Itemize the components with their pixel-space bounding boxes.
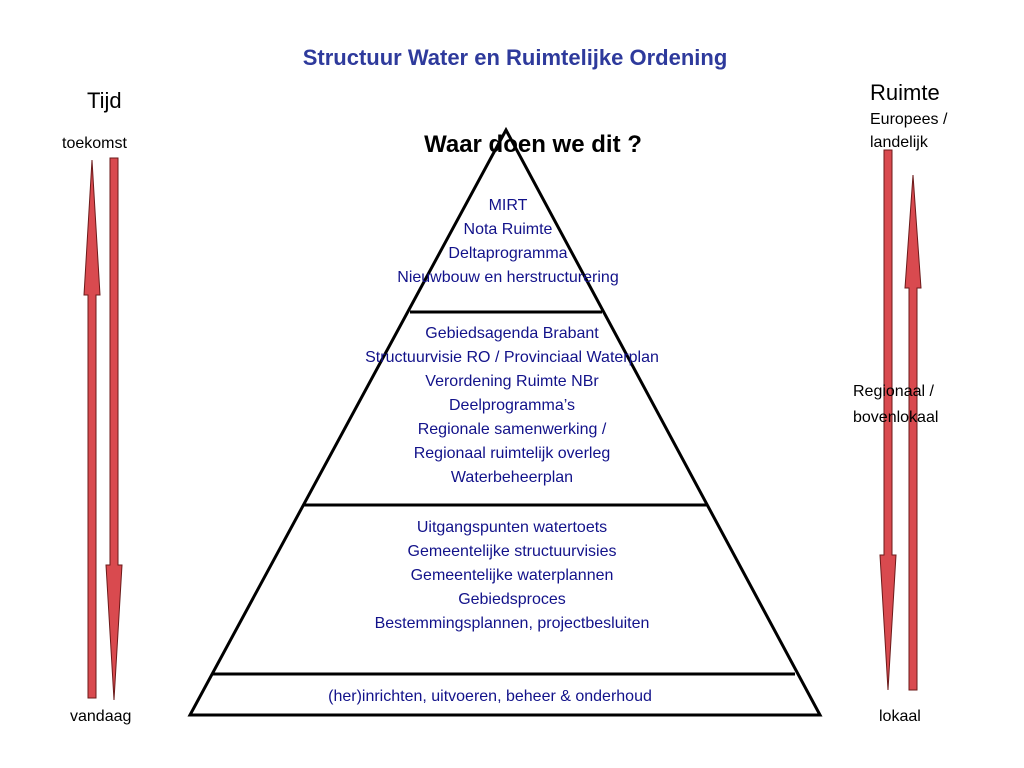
today-label: vandaag	[70, 708, 132, 725]
tier-item: Verordening Ruimte NBr	[425, 373, 599, 390]
tier-item: Waterbeheerplan	[450, 469, 574, 486]
tier-item: Gemeentelijke structuurvisies	[407, 543, 617, 560]
tier-execution: (her)inrichten, uitvoeren, beheer & onde…	[240, 685, 740, 709]
tier-item: Structuurvisie RO / Provinciaal Waterpla…	[365, 349, 659, 366]
future-label: toekomst	[62, 135, 127, 152]
right-down-arrow	[879, 149, 897, 691]
tier-item: Gebiedsagenda Brabant	[425, 325, 599, 342]
tier-item: Gebiedsproces	[458, 591, 566, 608]
pyramid-outline	[187, 126, 823, 717]
regional-label: Regionaal /	[853, 383, 934, 400]
diagram-title: Structuur Water en Ruimtelijke Ordening	[302, 45, 728, 70]
left-down-arrow	[105, 157, 123, 701]
right-up-arrow	[904, 174, 922, 691]
tier-item: Nota Ruimte	[463, 221, 553, 238]
tier-item: Deelprogramma’s	[449, 397, 575, 414]
tier-item: Deltaprogramma	[448, 245, 568, 262]
tier-item: Gemeentelijke waterplannen	[410, 567, 614, 584]
pyramid-question: Waar doen we dit ?	[424, 131, 642, 158]
supralocal-label: bovenlokaal	[853, 409, 939, 426]
local-label: lokaal	[879, 708, 921, 725]
tier-item: Regionale samenwerking /	[417, 421, 607, 438]
tier-item: Nieuwbouw en herstructurering	[397, 269, 619, 286]
european-label: Europees /	[870, 111, 948, 128]
national-label: landelijk	[870, 134, 928, 151]
tier-item: (her)inrichten, uitvoeren, beheer & onde…	[328, 688, 652, 705]
space-heading: Ruimte	[870, 80, 940, 105]
time-heading: Tijd	[87, 88, 122, 113]
tier-item: Uitgangspunten watertoets	[416, 519, 608, 536]
tier-national: MIRT Nota Ruimte Deltaprogramma Nieuwbou…	[358, 194, 658, 290]
tier-item: Bestemmingsplannen, projectbesluiten	[374, 615, 650, 632]
tier-item: Regionaal ruimtelijk overleg	[413, 445, 611, 462]
tier-local: Uitgangspunten watertoets Gemeentelijke …	[312, 516, 712, 636]
tier-regional: Gebiedsagenda Brabant Structuurvisie RO …	[312, 322, 712, 490]
tier-item: MIRT	[488, 197, 528, 214]
left-up-arrow	[83, 159, 101, 699]
